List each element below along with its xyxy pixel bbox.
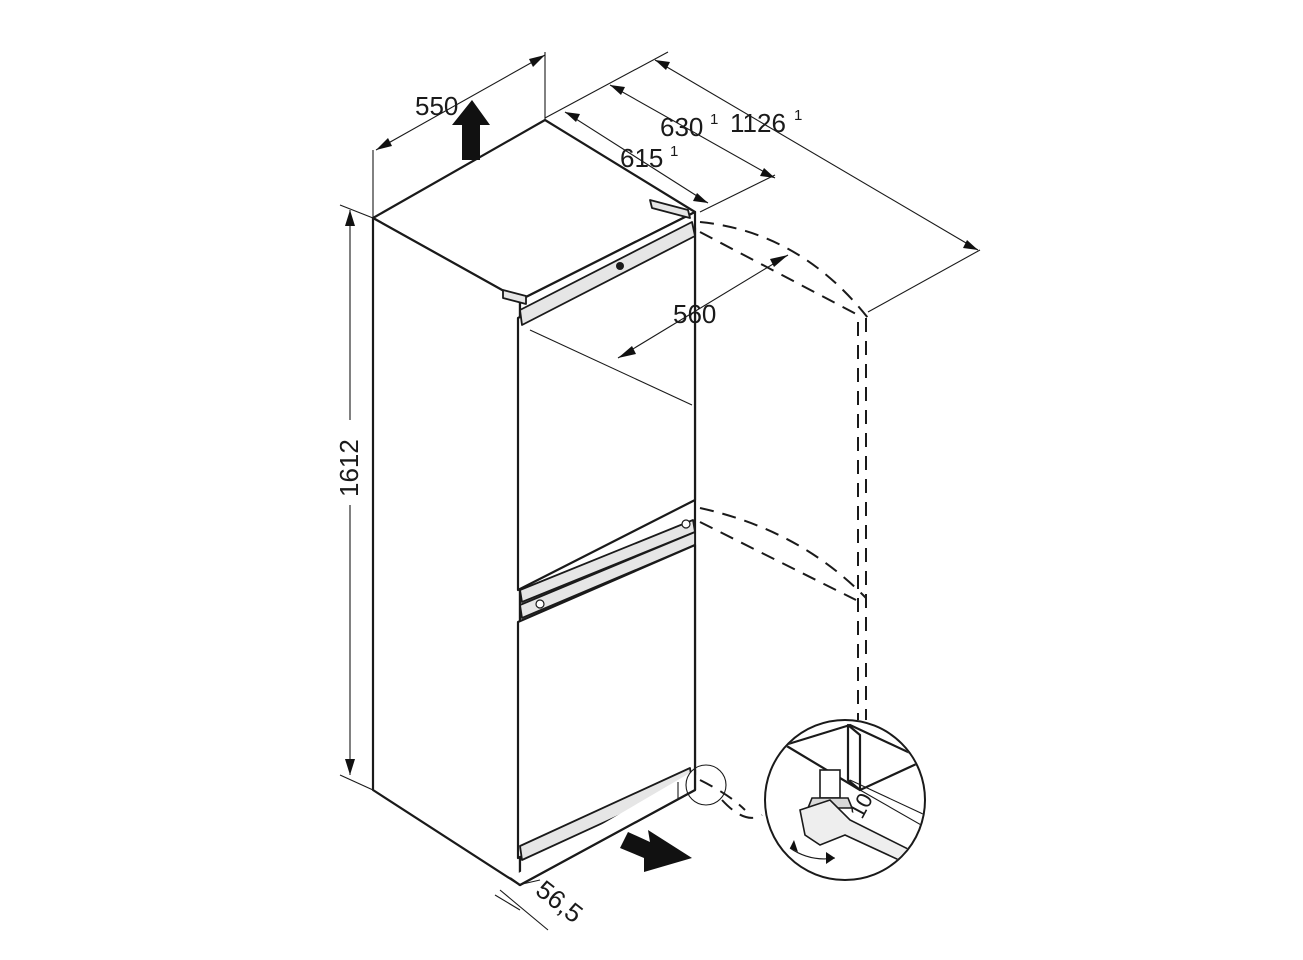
foot-detail: 10 <box>685 719 926 881</box>
plinth-label: 56,5 <box>530 874 588 929</box>
depth-630-label: 630 <box>660 112 703 142</box>
detail-marker-circle <box>685 764 727 806</box>
open-door-outline <box>699 221 869 811</box>
width-dimension-line <box>375 54 546 151</box>
width-label: 550 <box>415 91 458 121</box>
depth-615-line <box>564 111 709 204</box>
door-width-560-line <box>617 254 789 359</box>
depth-1126-label: 1126 <box>730 108 786 138</box>
inner-depth-guide <box>529 329 693 406</box>
open-door-lower-arc <box>699 779 746 811</box>
fridge-door-handle <box>519 221 696 326</box>
airflow-arrow-in <box>620 830 692 872</box>
dimension-lines <box>339 51 981 931</box>
open-door-top-arc <box>699 221 869 319</box>
left-hinge-cap <box>502 289 527 305</box>
open-door-top-edge <box>699 231 861 317</box>
depth-1126-footnote: 1 <box>794 107 802 124</box>
door-sensor-dot <box>616 262 624 270</box>
depth-630-footnote: 1 <box>710 111 718 128</box>
depth-630-line <box>609 84 776 179</box>
depth-1126-line <box>654 59 979 251</box>
plinth-dimension-line <box>499 889 549 931</box>
top-hinge <box>649 199 691 219</box>
middle-hinge-dot <box>535 599 545 609</box>
open-door-middle-arc <box>699 507 867 599</box>
appliance-body <box>371 118 697 887</box>
middle-hinge-dot-right <box>681 519 691 529</box>
depth-615-label: 615 <box>620 143 663 173</box>
up-arrow-icon <box>452 100 490 160</box>
detail-leader <box>721 799 763 819</box>
height-label: 1612 <box>334 439 364 497</box>
door-width-label: 560 <box>673 299 716 329</box>
wrench-icon <box>799 799 924 874</box>
depth-615-footnote: 1 <box>670 143 678 160</box>
cabinet-side-face <box>371 216 522 887</box>
open-door-middle-edge <box>699 521 857 601</box>
airflow-arrow-up <box>452 100 490 160</box>
plinth <box>509 770 697 887</box>
right-arrow-icon <box>620 830 692 872</box>
